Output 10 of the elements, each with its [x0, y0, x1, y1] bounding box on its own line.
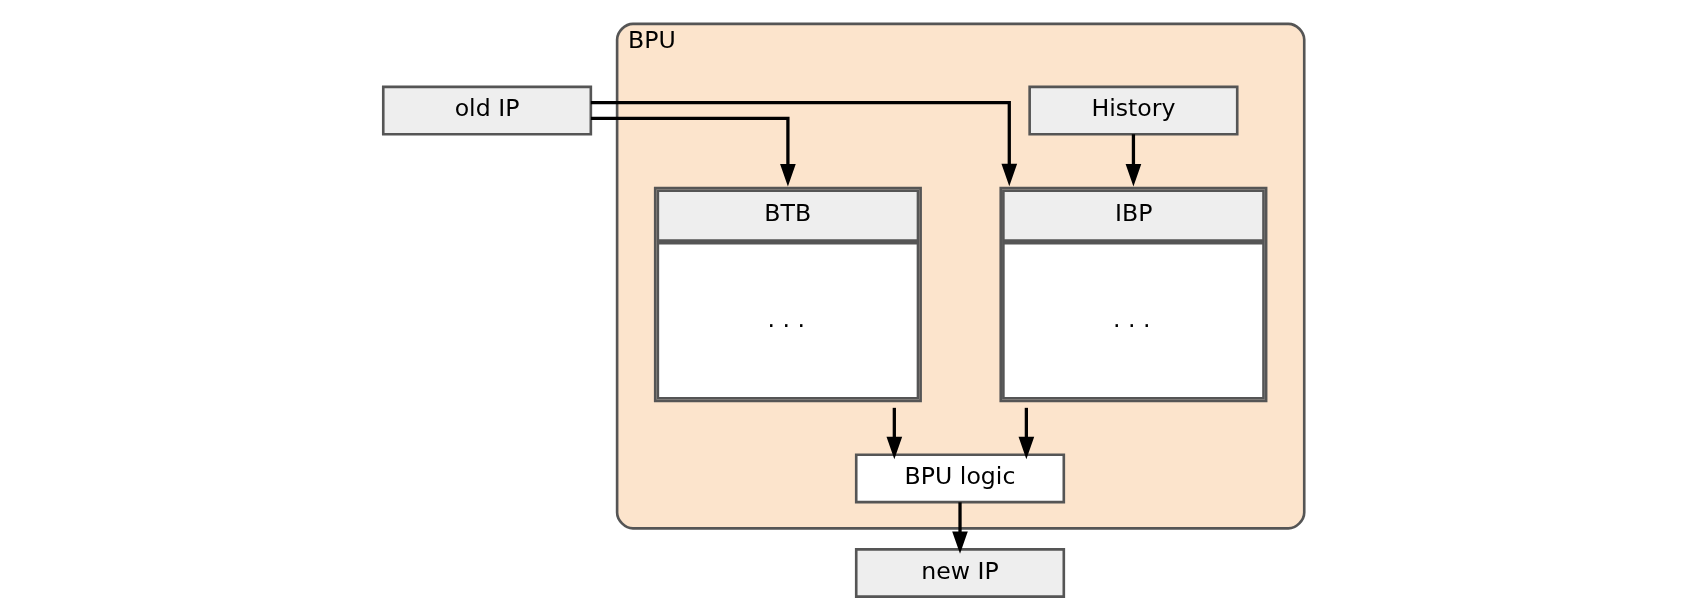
arrow: [1125, 134, 1142, 187]
arrow: [590, 101, 1018, 187]
arrow: [1018, 407, 1035, 460]
node-box: old IP: [381, 85, 593, 136]
node-box: new IP: [854, 548, 1066, 598]
node-box: BPU logic: [854, 453, 1066, 504]
node-box: History: [1028, 85, 1239, 136]
arrow: [886, 407, 903, 460]
arrow: [591, 116, 796, 187]
arrow: [952, 502, 968, 554]
